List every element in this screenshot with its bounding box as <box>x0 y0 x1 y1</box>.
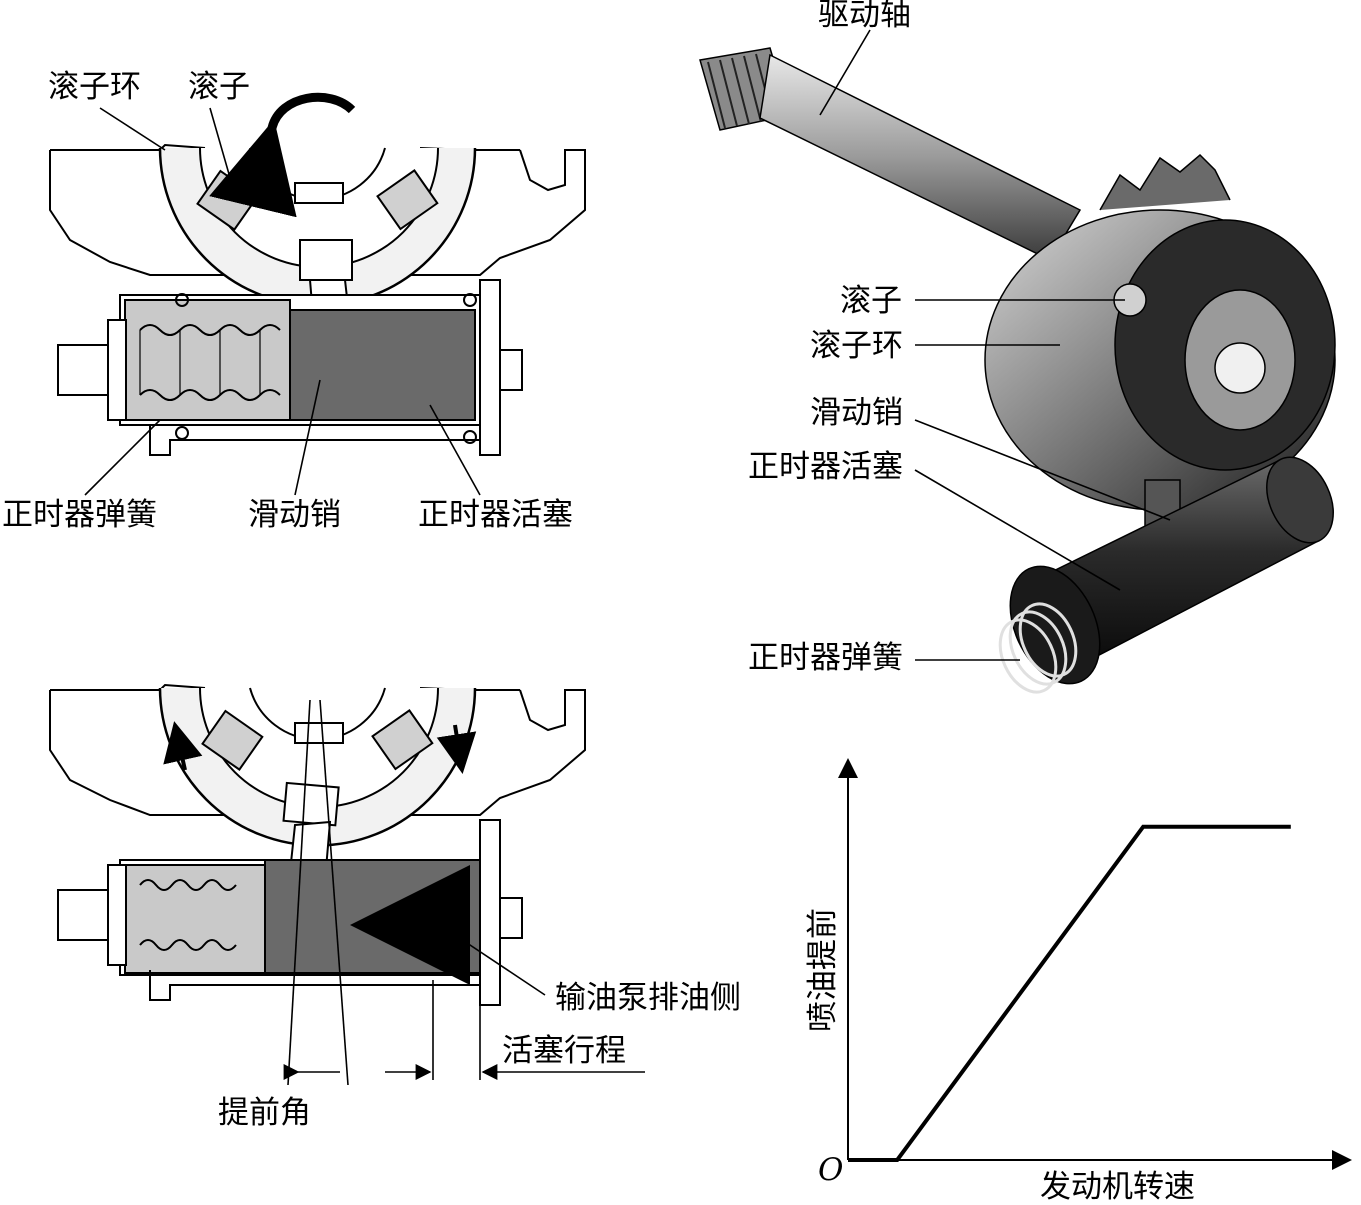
chart-ylabel: 喷油提前 <box>805 908 841 1032</box>
label-piston-stroke: 活塞行程 <box>502 1033 626 1069</box>
label-advance-angle: 提前角 <box>218 1095 311 1131</box>
label-roller-tl: 滚子 <box>188 69 250 105</box>
chart-axes <box>838 758 1352 1170</box>
label-slide-pin-tr: 滑动销 <box>810 395 903 431</box>
bottom-cross-section <box>49 683 645 1086</box>
top-left-leaders <box>84 107 481 496</box>
label-timer-piston-tr: 正时器活塞 <box>748 449 903 485</box>
top-cross-section <box>49 92 586 456</box>
label-roller-ring-tl: 滚子环 <box>48 69 141 105</box>
top-right-leaders <box>819 29 1171 661</box>
label-roller-ring-tr: 滚子环 <box>810 328 903 364</box>
label-timer-spring-tr: 正时器弹簧 <box>748 640 903 676</box>
label-drive-shaft: 驱动轴 <box>818 0 911 33</box>
label-roller-tr: 滚子 <box>840 283 902 319</box>
label-timer-piston-tl: 正时器活塞 <box>418 497 573 533</box>
chart-origin: O <box>818 1152 844 1188</box>
series-line-injection-advance <box>848 824 1291 1162</box>
component-3d-view <box>699 47 1336 694</box>
label-timer-spring-tl: 正时器弹簧 <box>2 497 157 533</box>
chart-plot-area <box>848 824 1291 1162</box>
label-pump-discharge-side: 输油泵排油侧 <box>555 980 741 1016</box>
chart-xlabel: 发动机转速 <box>1040 1169 1195 1205</box>
label-slide-pin-tl: 滑动销 <box>248 497 341 533</box>
